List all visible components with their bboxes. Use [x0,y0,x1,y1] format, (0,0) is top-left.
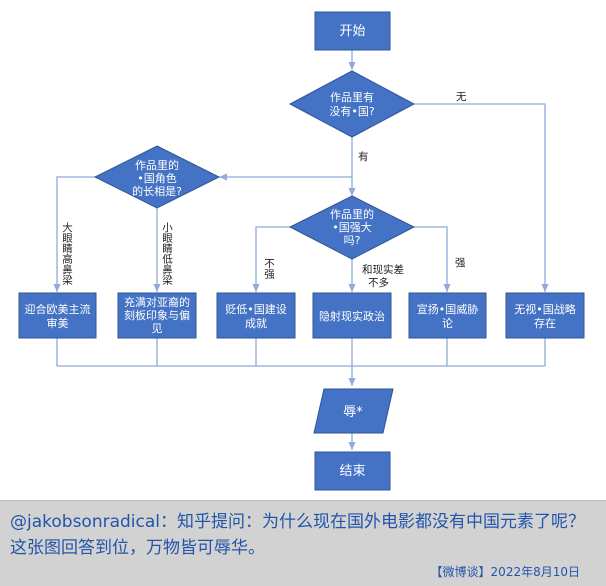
box-hidden-line-1: 隐射现实政治 [319,309,385,323]
end-label: 结束 [339,464,365,479]
box-stereotype [117,292,197,339]
decision-appearance [93,145,221,209]
box-hidden-politics [312,292,392,339]
flowchart: 开始 作品里有 没有•国? 作品里的 •国角色 的长相是? 作品里的 •国强大 … [18,11,585,491]
q1-no-label: 无 [456,91,467,103]
end-node [314,451,391,491]
box-threat-theory [408,292,487,339]
box-western-aesthetics [18,292,97,339]
box-ignore-strategy [505,292,585,339]
box-belittle-line-1: 贬低•国建设 [225,302,287,316]
q3-line-1: 作品里的 [330,207,374,221]
q2-left-label: 大眼睛高鼻梁 [61,221,73,286]
edge-q3-left [252,226,290,292]
box-stereotype-line-2: 刻板印象与偏 [124,308,190,322]
q1-line-1: 作品里有 [330,90,374,104]
q2-right-label: 小眼睛低鼻梁 [161,222,173,286]
caption-text: @jakobsonradical：知乎提问：为什么现在国外电影都没有中国元素了呢… [10,512,586,558]
q3-mid-line-2: 不多 [368,276,389,289]
box-threat-line-1: 宣扬•国威胁 [417,302,479,316]
box-ignore-line-2: 存在 [534,316,556,330]
q2-line-2: •国角色 [137,171,177,185]
box-belittle [216,292,296,339]
q3-line-3: 吗? [344,234,361,247]
edge-q2-left [53,176,97,292]
box-stereotype-line-1: 充满对亚裔的 [124,295,190,309]
box-threat-line-2: 论 [442,316,453,330]
caption-footer: 【微博谈】2022年8月10日 [430,565,580,579]
q3-line-2: •国强大 [332,220,372,234]
edge-q3-right [414,226,451,292]
q3-right-label: 强 [455,257,466,269]
q2-line-3: 的长相是? [132,184,182,198]
box-stereotype-line-3: 见 [152,322,163,335]
box-ignore-line-1: 无视•国战略 [514,302,576,316]
caption-bar: @jakobsonradical：知乎提问：为什么现在国外电影都没有中国元素了呢… [0,500,606,586]
box-western-line-2: 审美 [47,316,69,330]
start-label: 开始 [339,24,365,39]
decision-has-country [288,70,416,138]
q3-mid-line-1: 和现实差 [362,263,404,276]
box-belittle-line-2: 成就 [245,316,267,330]
edge-q1-no [414,103,549,292]
q1-yes-label: 有 [358,150,369,163]
q1-line-2: 没有•国? [329,104,374,118]
insult-label: 辱* [343,405,363,420]
flow-edges [53,50,549,450]
start-node [314,11,391,51]
decision-strong [288,195,416,260]
q3-left-label: 不强 [263,258,275,280]
insult-node [313,388,394,434]
q2-line-1: 作品里的 [135,158,179,172]
box-western-line-1: 迎合欧美主流 [25,302,91,316]
